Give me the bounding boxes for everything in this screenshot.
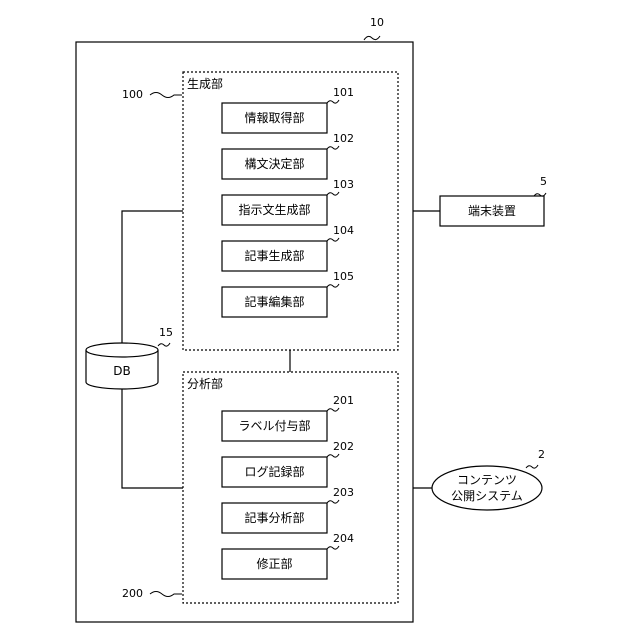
unit-ref: 202 [333, 440, 354, 453]
unit-article-generation: 記事生成部 104 [222, 224, 354, 271]
db-generation-line [122, 211, 183, 346]
unit-ref: 105 [333, 270, 354, 283]
unit-label: ラベル付与部 [238, 418, 310, 433]
unit-log-recording: ログ記録部 202 [222, 440, 354, 487]
unit-label: 記事分析部 [244, 510, 304, 525]
unit-label: ログ記録部 [244, 464, 304, 479]
unit-info-acquisition: 情報取得部 101 [222, 86, 354, 133]
unit-label: 指示文生成部 [238, 202, 310, 217]
unit-label: 情報取得部 [244, 110, 304, 125]
db-analysis-line [122, 386, 183, 488]
unit-article-editing: 記事編集部 105 [222, 270, 354, 317]
db-label: DB [113, 364, 130, 378]
unit-ref: 203 [333, 486, 354, 499]
unit-ref: 102 [333, 132, 354, 145]
unit-label: 記事編集部 [244, 294, 304, 309]
unit-article-analysis: 記事分析部 203 [222, 486, 354, 533]
unit-ref: 204 [333, 532, 354, 545]
unit-syntax-determination: 構文決定部 102 [222, 132, 354, 179]
unit-ref: 103 [333, 178, 354, 191]
generation-title: 生成部 [187, 76, 223, 91]
system-ref-leader [364, 36, 380, 40]
system-ref: 10 [370, 16, 384, 29]
generation-ref: 100 [122, 88, 143, 101]
unit-instruction-generation: 指示文生成部 103 [222, 178, 354, 225]
db-ref-leader [158, 343, 170, 346]
analysis-ref: 200 [122, 587, 143, 600]
analysis-title: 分析部 [187, 376, 223, 391]
publishing-ref: 2 [538, 448, 545, 461]
analysis-ref-leader [150, 592, 182, 597]
publishing-label-line2: 公開システム [451, 489, 523, 503]
unit-label: 修正部 [256, 556, 292, 571]
unit-ref: 201 [333, 394, 354, 407]
unit-ref: 104 [333, 224, 354, 237]
unit-label: 構文決定部 [244, 156, 304, 171]
db-ref: 15 [159, 326, 173, 339]
unit-correction: 修正部 204 [222, 532, 354, 579]
unit-labeling: ラベル付与部 201 [222, 394, 354, 441]
generation-ref-leader [150, 93, 182, 98]
unit-label: 記事生成部 [244, 248, 304, 263]
publishing-ref-leader [526, 465, 538, 468]
unit-ref: 101 [333, 86, 354, 99]
terminal-label: 端末装置 [468, 204, 516, 218]
db-cylinder: DB [86, 343, 158, 389]
publishing-label-line1: コンテンツ [457, 473, 517, 487]
terminal-ref: 5 [540, 175, 547, 188]
